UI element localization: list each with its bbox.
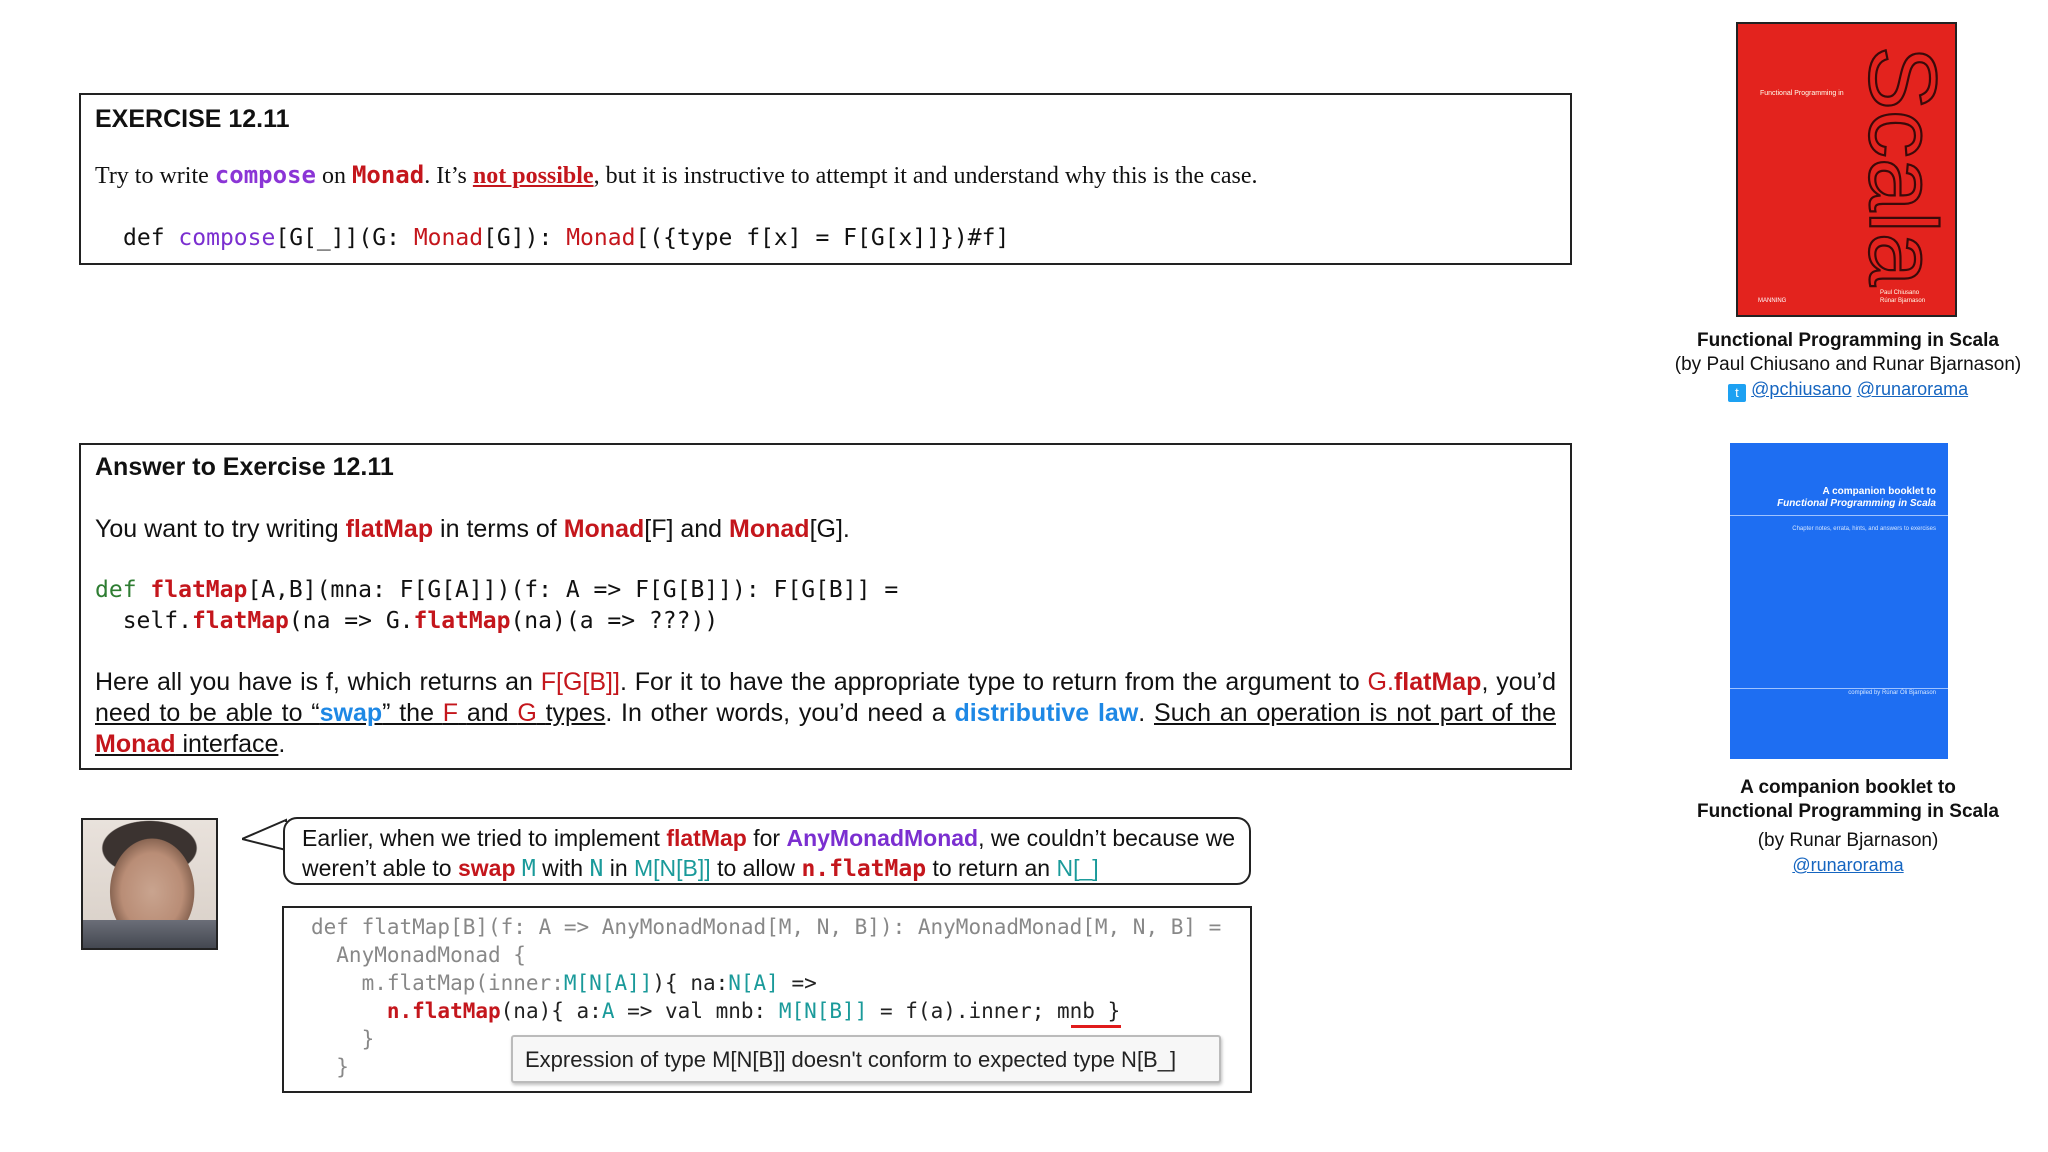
swap-phrase: need to be able to “swap” the F and G ty… — [95, 699, 606, 727]
error-tooltip: Expression of type M[N[B]] doesn't confo… — [511, 1035, 1221, 1083]
answer-box: Answer to Exercise 12.11 You want to try… — [79, 443, 1572, 770]
svg-text:Scala: Scala — [1858, 46, 1948, 287]
book1-cover-small-title: Functional Programming in — [1760, 90, 1844, 97]
exercise-box: EXERCISE 12.11 Try to write compose on M… — [79, 93, 1572, 265]
book2-caption: A companion booklet to Functional Progra… — [1697, 777, 1999, 875]
twitter-icon: t — [1727, 384, 1746, 402]
book2-cover-rule-top — [1730, 515, 1948, 516]
answer-explanation: Here all you have is f, which returns an… — [95, 668, 1556, 758]
book2-cover-compiled: compiled by Rúnar Óli Bjarnason — [1848, 690, 1936, 696]
book-cover-fp-in-scala: Functional Programming in Scala Paul Chi… — [1736, 22, 1957, 317]
book1-cover-authors: Paul Chiusano Rúnar Bjarnason — [1880, 290, 1926, 304]
not-possible-text: not possible — [472, 163, 594, 189]
book1-cover-publisher: MANNING — [1758, 298, 1787, 304]
avatar-shirt — [83, 920, 216, 948]
book2-cover-rule-bottom — [1730, 688, 1948, 689]
answer-code: def flatMap[A,B](mna: F[G[A]])(f: A => F… — [95, 577, 899, 634]
link-runarorama-2[interactable]: @runarorama — [1792, 855, 1904, 875]
answer-title: Answer to Exercise 12.11 — [95, 453, 394, 481]
not-part-phrase: Such an operation is not part of the Mon… — [95, 699, 1556, 758]
answer-intro: You want to try writing flatMap in terms… — [95, 515, 850, 543]
avatar — [81, 818, 218, 950]
book1-cover-scala-title: Scala — [1858, 45, 1948, 288]
exercise-intro: Try to write compose on Monad. It’s not … — [95, 161, 1258, 189]
link-pchiusano[interactable]: @pchiusano — [1751, 379, 1852, 399]
book1-caption: Functional Programming in Scala (by Paul… — [1674, 330, 2022, 402]
anymonad-code: def flatMap[B](f: A => AnyMonadMonad[M, … — [311, 915, 1222, 1079]
link-runarorama[interactable]: @runarorama — [1856, 379, 1969, 399]
error-underline — [1071, 1025, 1121, 1028]
book2-cover-subtitle: Chapter notes, errata, hints, and answer… — [1792, 526, 1936, 532]
exercise-title: EXERCISE 12.11 — [95, 105, 290, 133]
mnb-error-token[interactable]: mnb — [1057, 999, 1095, 1023]
speech-bubble: Earlier, when we tried to implement flat… — [283, 817, 1251, 885]
exercise-code: def compose[G[_]](G: Monad[G]): Monad[({… — [123, 225, 1010, 251]
